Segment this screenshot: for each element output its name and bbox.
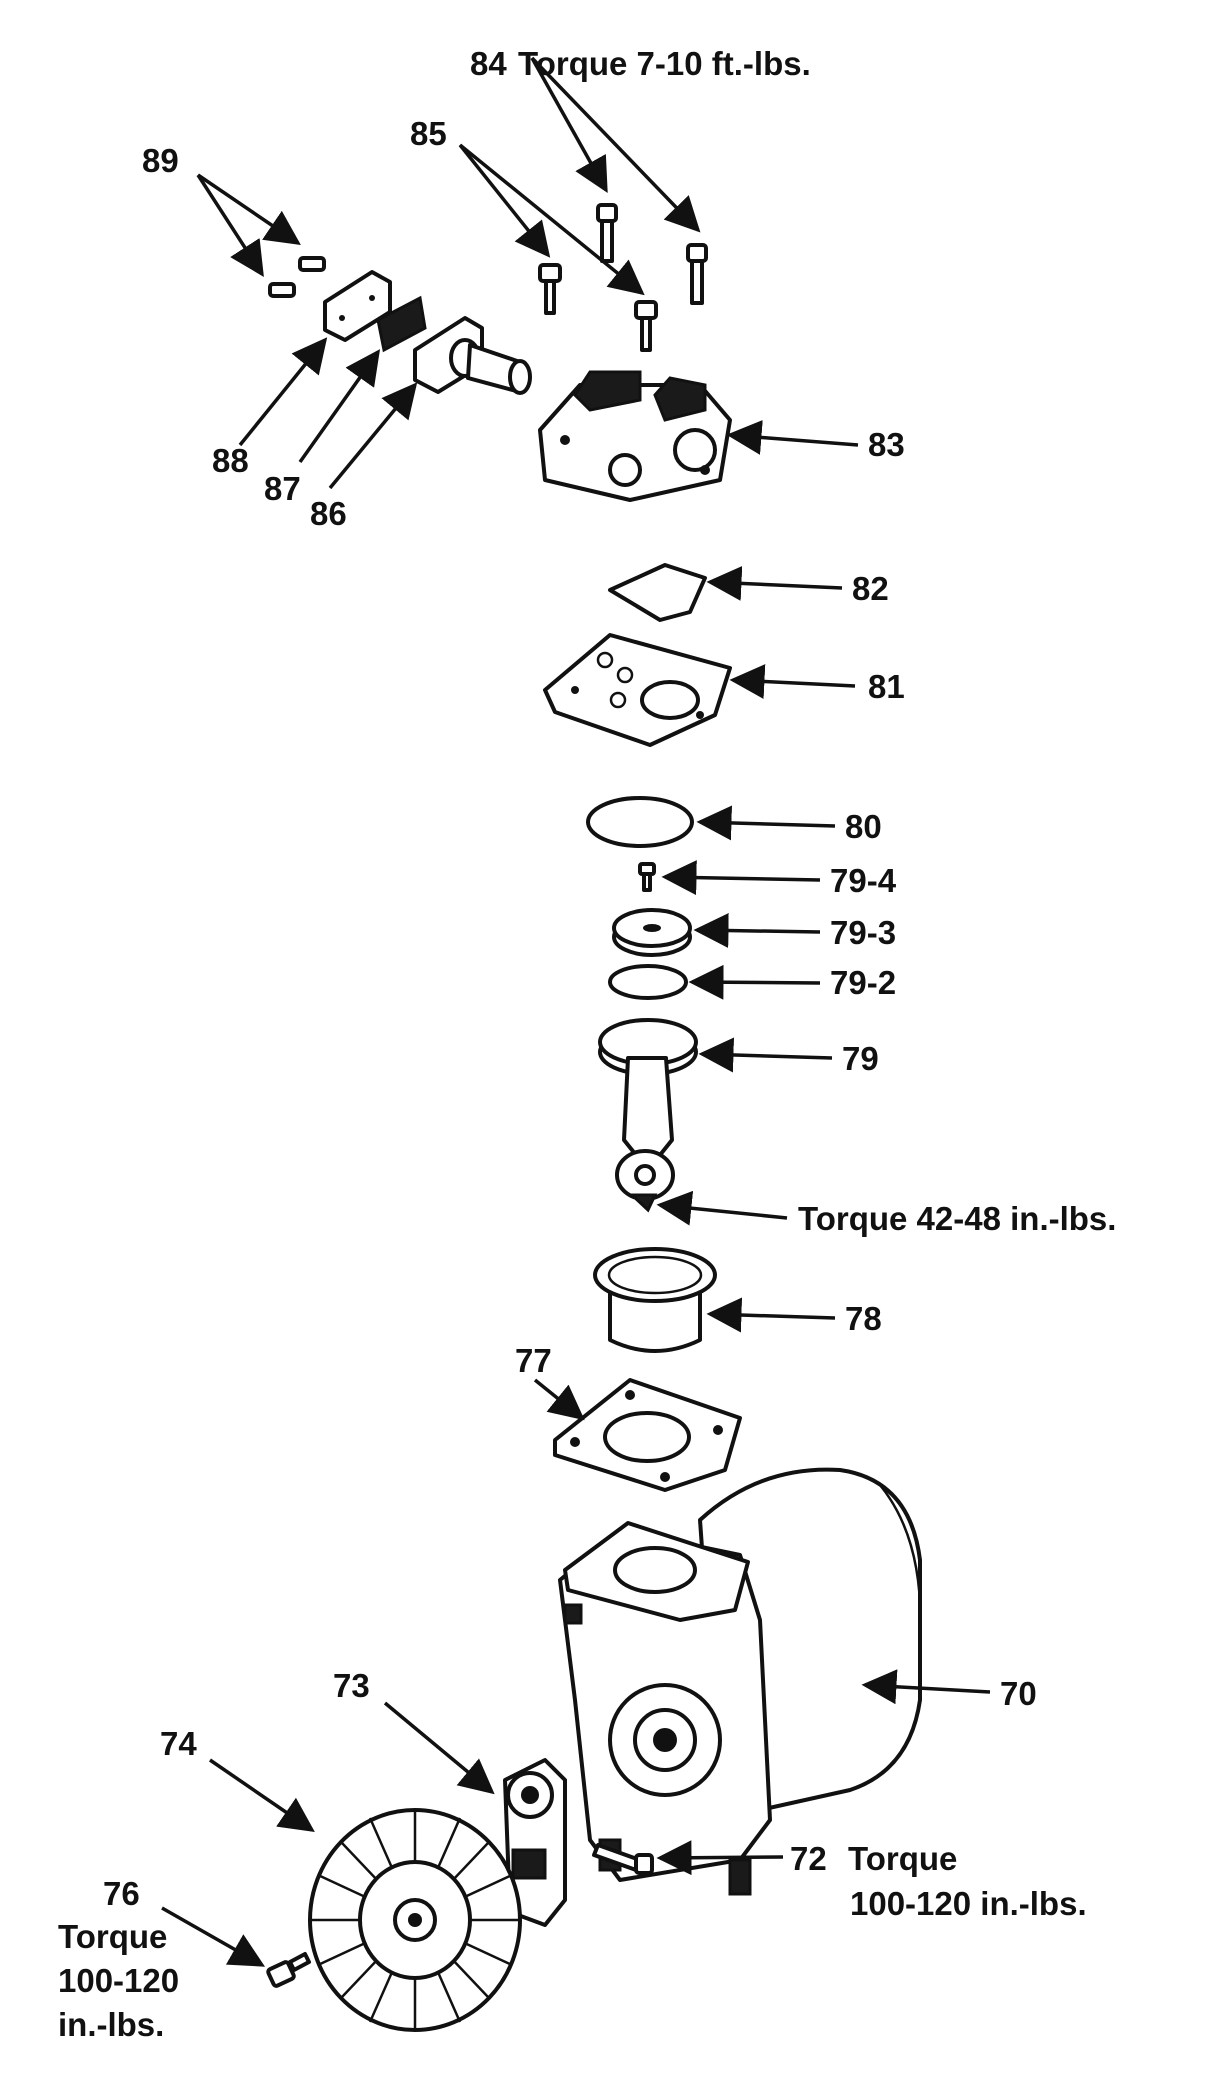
label-torque-72-line1: Torque: [848, 1840, 957, 1877]
label-torque-79: Torque 42-48 in.-lbs.: [798, 1200, 1116, 1237]
part-74-fan: [308, 1808, 522, 2032]
part-70-motor-crankcase: [558, 1467, 922, 1896]
part-72-bolt: [592, 1843, 654, 1875]
label-85: 85: [410, 115, 447, 152]
label-78: 78: [845, 1300, 882, 1337]
label-76: 76: [103, 1875, 140, 1912]
part-79-2-seal: [608, 964, 688, 1000]
label-79-3: 79-3: [830, 914, 896, 951]
part-76-screw: [266, 1952, 311, 1988]
part-87-filter-element: [376, 295, 427, 353]
label-77: 77: [515, 1342, 552, 1379]
label-89: 89: [142, 142, 179, 179]
label-79-2: 79-2: [830, 964, 896, 1001]
label-torque-76-line2: 100-120: [58, 1962, 179, 1999]
label-88: 88: [212, 442, 249, 479]
label-70: 70: [1000, 1675, 1037, 1712]
part-77-cylinder-gasket: [553, 1378, 742, 1492]
part-labels: 84 Torque 7-10 ft.-lbs. 85 89 88 87 86 8…: [58, 45, 1116, 2043]
label-80: 80: [845, 808, 882, 845]
label-83: 83: [868, 426, 905, 463]
label-79-4: 79-4: [830, 862, 897, 899]
label-82: 82: [852, 570, 889, 607]
part-78-cylinder-sleeve: [593, 1247, 717, 1353]
part-81-valve-plate: [543, 633, 732, 747]
label-74: 74: [160, 1725, 197, 1762]
label-73: 73: [333, 1667, 370, 1704]
label-87: 87: [264, 470, 301, 507]
part-80-o-ring: [586, 796, 694, 848]
label-torque-84: Torque 7-10 ft.-lbs.: [518, 45, 811, 82]
part-79-connecting-rod: [598, 1018, 698, 1213]
part-79-4-screw: [638, 862, 656, 892]
part-88-cover-plate: [323, 270, 392, 342]
part-79-3-retainer: [612, 908, 692, 957]
part-86-intake-housing: [413, 316, 532, 395]
label-72: 72: [790, 1840, 827, 1877]
label-86: 86: [310, 495, 347, 532]
label-torque-76-line1: Torque: [58, 1918, 167, 1955]
part-82-head-gasket: [608, 563, 707, 622]
leader-lines: [161, 56, 991, 1967]
label-79: 79: [842, 1040, 879, 1077]
label-torque-76-line3: in.-lbs.: [58, 2006, 164, 2043]
label-81: 81: [868, 668, 905, 705]
label-torque-72-line2: 100-120 in.-lbs.: [850, 1885, 1087, 1922]
part-89-screws: [268, 256, 326, 298]
part-85-bolts: [538, 263, 658, 352]
part-83-cylinder-head: [538, 370, 732, 502]
label-84: 84: [470, 45, 507, 82]
